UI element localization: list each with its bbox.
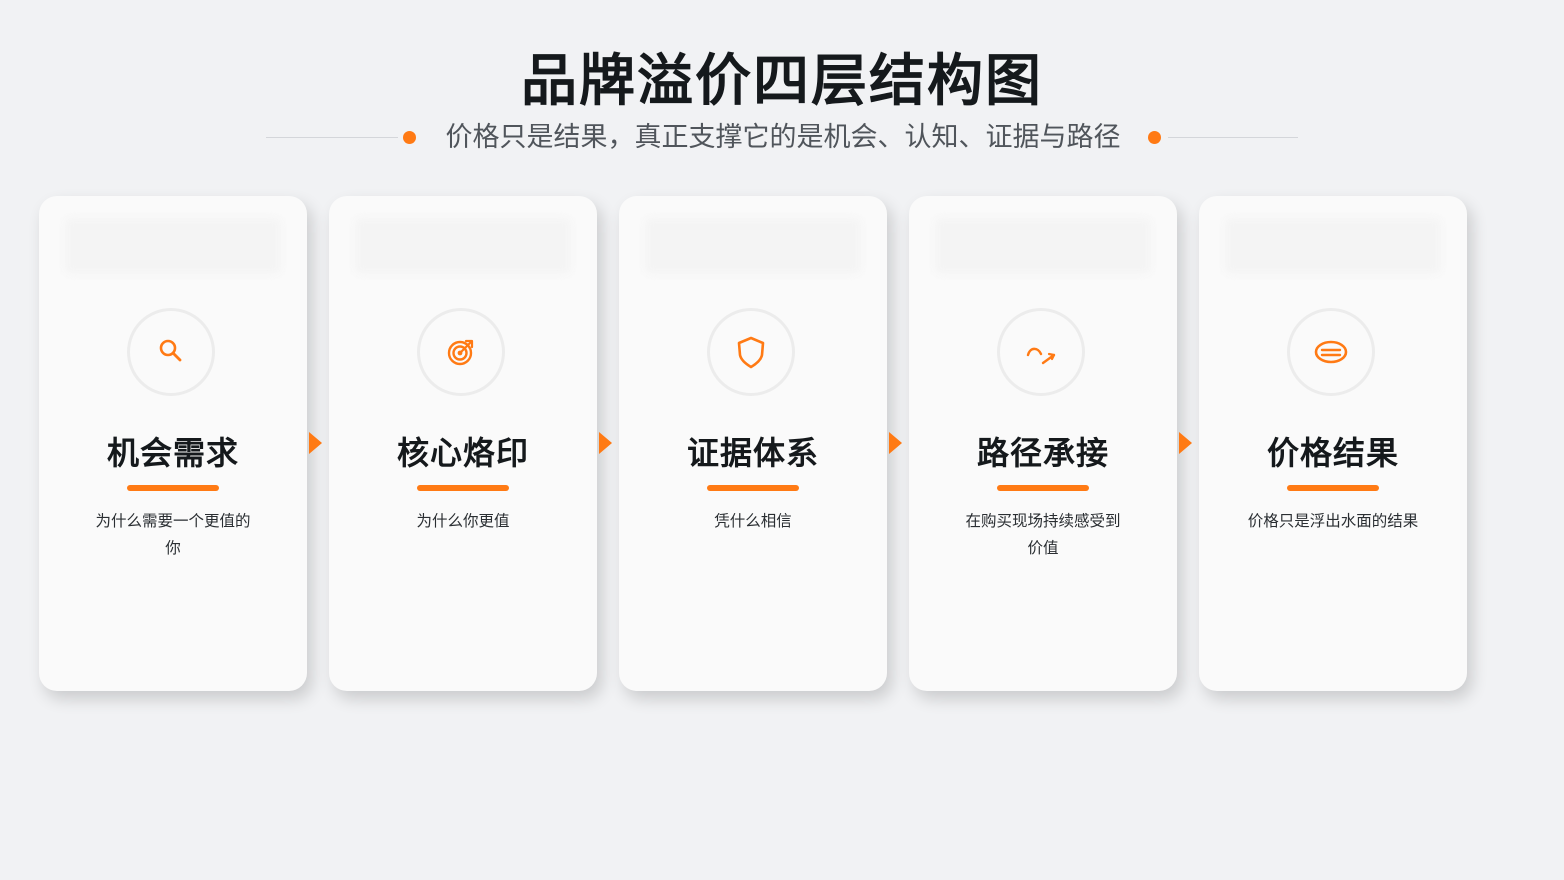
- card-evidence-system: 证据体系 凭什么相信: [619, 196, 887, 691]
- card-header-glow: [65, 218, 281, 274]
- card-description: 凭什么相信: [714, 512, 792, 530]
- card-path-continuity: 路径承接 在购买现场持续感受到价值: [909, 196, 1177, 691]
- card-opportunity-demand: 机会需求 为什么需要一个更值的你: [39, 196, 307, 691]
- card-accent-bar: [707, 485, 799, 491]
- card-title: 价格结果: [1266, 434, 1399, 472]
- subtitle-left-line: [266, 137, 398, 138]
- card-header-glow: [935, 218, 1151, 274]
- subtitle-left-dot: [403, 131, 416, 144]
- icon-ring: [707, 308, 795, 396]
- target-icon: [447, 339, 474, 366]
- path-arrow-icon: [1026, 347, 1056, 365]
- card-description: 为什么需要一个更值的你: [95, 512, 251, 557]
- icon-ring: [997, 308, 1085, 396]
- connector-arrow-2: [599, 432, 612, 454]
- card-accent-bar: [997, 485, 1089, 491]
- shield-icon: [737, 336, 765, 369]
- connector-arrow-3: [889, 432, 902, 454]
- card-description: 价格只是浮出水面的结果: [1247, 512, 1419, 530]
- card-accent-bar: [127, 485, 219, 491]
- price-tag-icon: [1314, 340, 1348, 364]
- card-description: 为什么你更值: [416, 512, 510, 530]
- card-accent-bar: [1287, 485, 1379, 491]
- card-header-glow: [645, 218, 861, 274]
- connector-arrow-1: [309, 432, 322, 454]
- subtitle-right-dot: [1148, 131, 1161, 144]
- card-accent-bar: [417, 485, 509, 491]
- subtitle-right-line: [1168, 137, 1298, 138]
- card-header-glow: [1225, 218, 1441, 274]
- page-subtitle: 价格只是结果，真正支撑它的是机会、认知、证据与路径: [445, 122, 1121, 153]
- card-title: 机会需求: [106, 434, 239, 472]
- icon-ring: [127, 308, 215, 396]
- search-icon: [159, 339, 182, 362]
- layer-cards: 机会需求 为什么需要一个更值的你 核心烙印 为什么你更值 证据体系: [39, 196, 1479, 692]
- icon-ring: [417, 308, 505, 396]
- card-title: 证据体系: [686, 434, 819, 472]
- card-header-glow: [355, 218, 571, 274]
- card-title: 路径承接: [976, 434, 1109, 472]
- card-title: 核心烙印: [396, 434, 529, 472]
- card-price-result: 价格结果 价格只是浮出水面的结果: [1199, 196, 1467, 691]
- connector-arrow-4: [1179, 432, 1192, 454]
- icon-ring: [1287, 308, 1375, 396]
- subtitle-row: 价格只是结果，真正支撑它的是机会、认知、证据与路径: [0, 118, 1564, 158]
- card-core-imprint: 核心烙印 为什么你更值: [329, 196, 597, 691]
- page-title: 品牌溢价四层结构图: [521, 49, 1043, 114]
- card-description: 在购买现场持续感受到价值: [965, 512, 1121, 557]
